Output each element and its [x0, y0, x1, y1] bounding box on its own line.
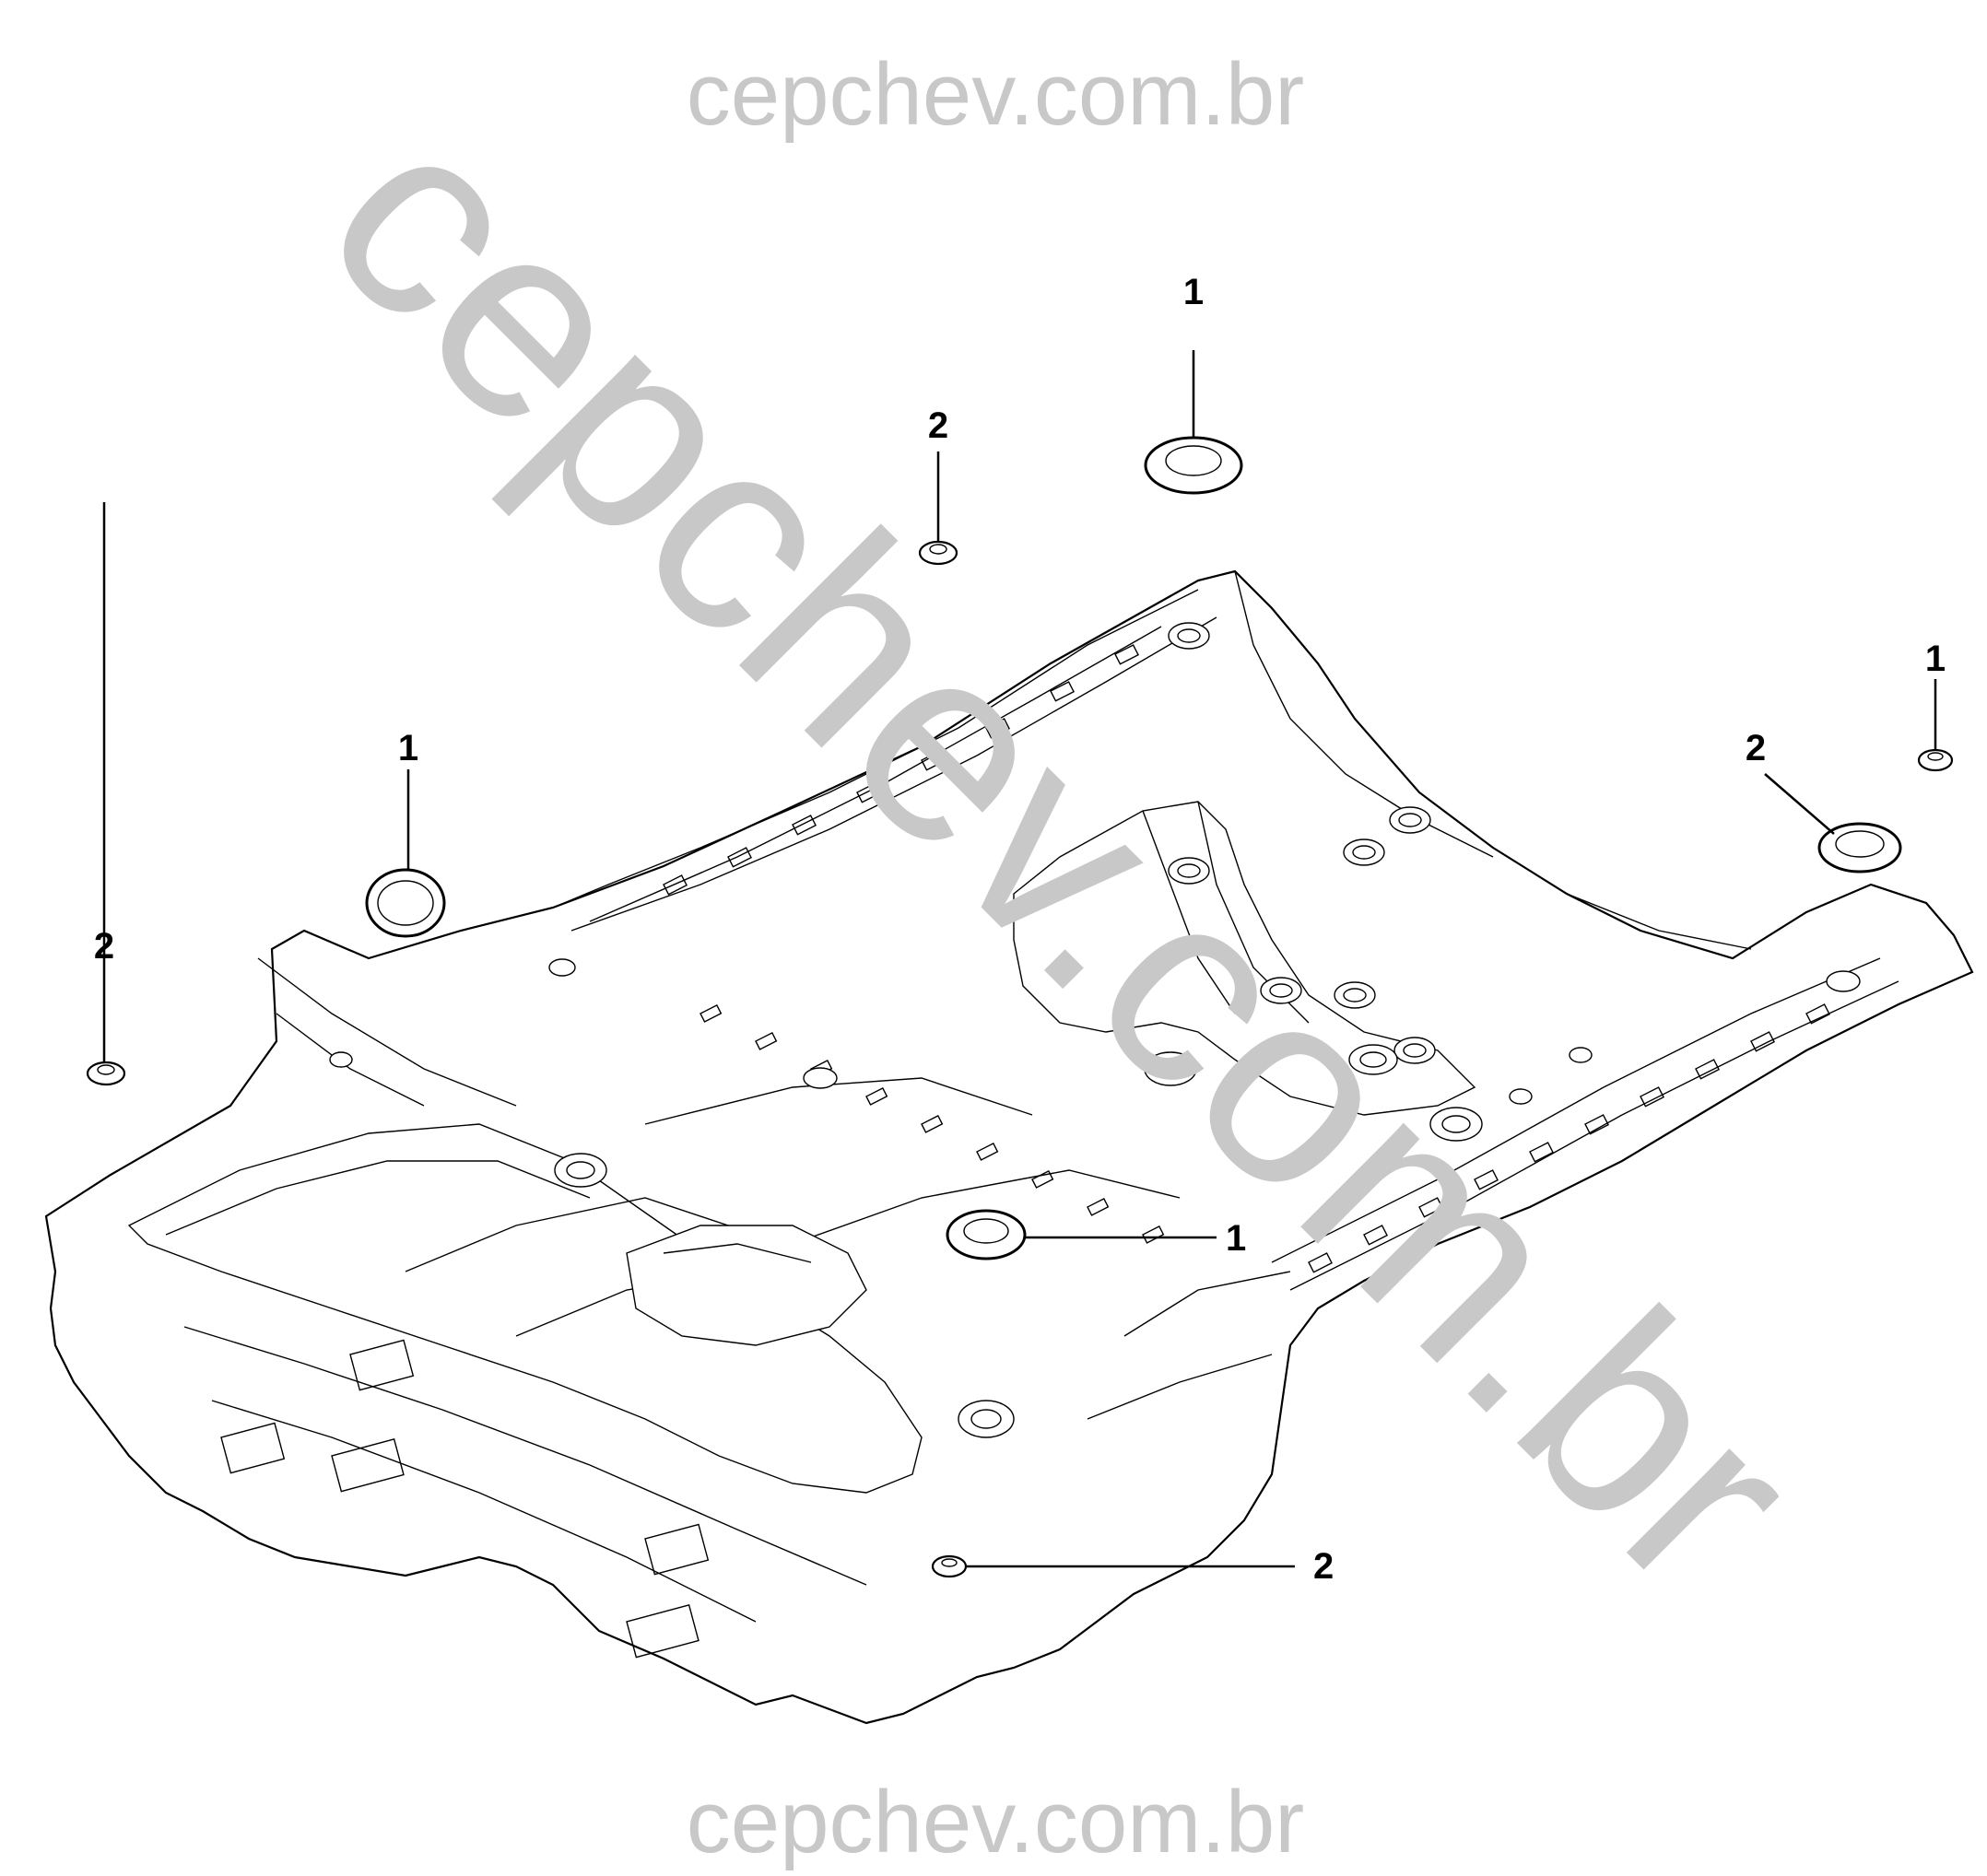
callout-2-bottom: 2 — [1313, 1546, 1334, 1587]
small-plug-right — [1917, 748, 1954, 772]
watermark-top: cepchev.com.br — [687, 45, 1305, 144]
callout-2-top: 2 — [928, 405, 948, 446]
large-plug-left — [365, 868, 446, 938]
leader-lines — [102, 350, 1937, 1568]
large-plug-right — [1817, 822, 1902, 874]
callout-1-right: 1 — [1925, 639, 1946, 679]
parts — [86, 436, 1954, 1578]
small-plug-left — [86, 1061, 126, 1086]
large-plug-center — [946, 1209, 1027, 1260]
small-plug-bottom — [931, 1554, 968, 1578]
callout-1-center: 1 — [1226, 1218, 1246, 1259]
callout-1-top: 1 — [1183, 272, 1204, 312]
watermark-bottom: cepchev.com.br — [687, 1773, 1305, 1871]
callout-1-left: 1 — [398, 728, 418, 768]
floor-panel-drawing — [44, 569, 1974, 1725]
large-plug-top — [1144, 436, 1243, 495]
callouts: 1 2 1 2 1 2 2 1 — [94, 272, 1946, 1587]
callout-2-right: 2 — [1746, 728, 1766, 768]
callout-2-left: 2 — [94, 926, 114, 967]
